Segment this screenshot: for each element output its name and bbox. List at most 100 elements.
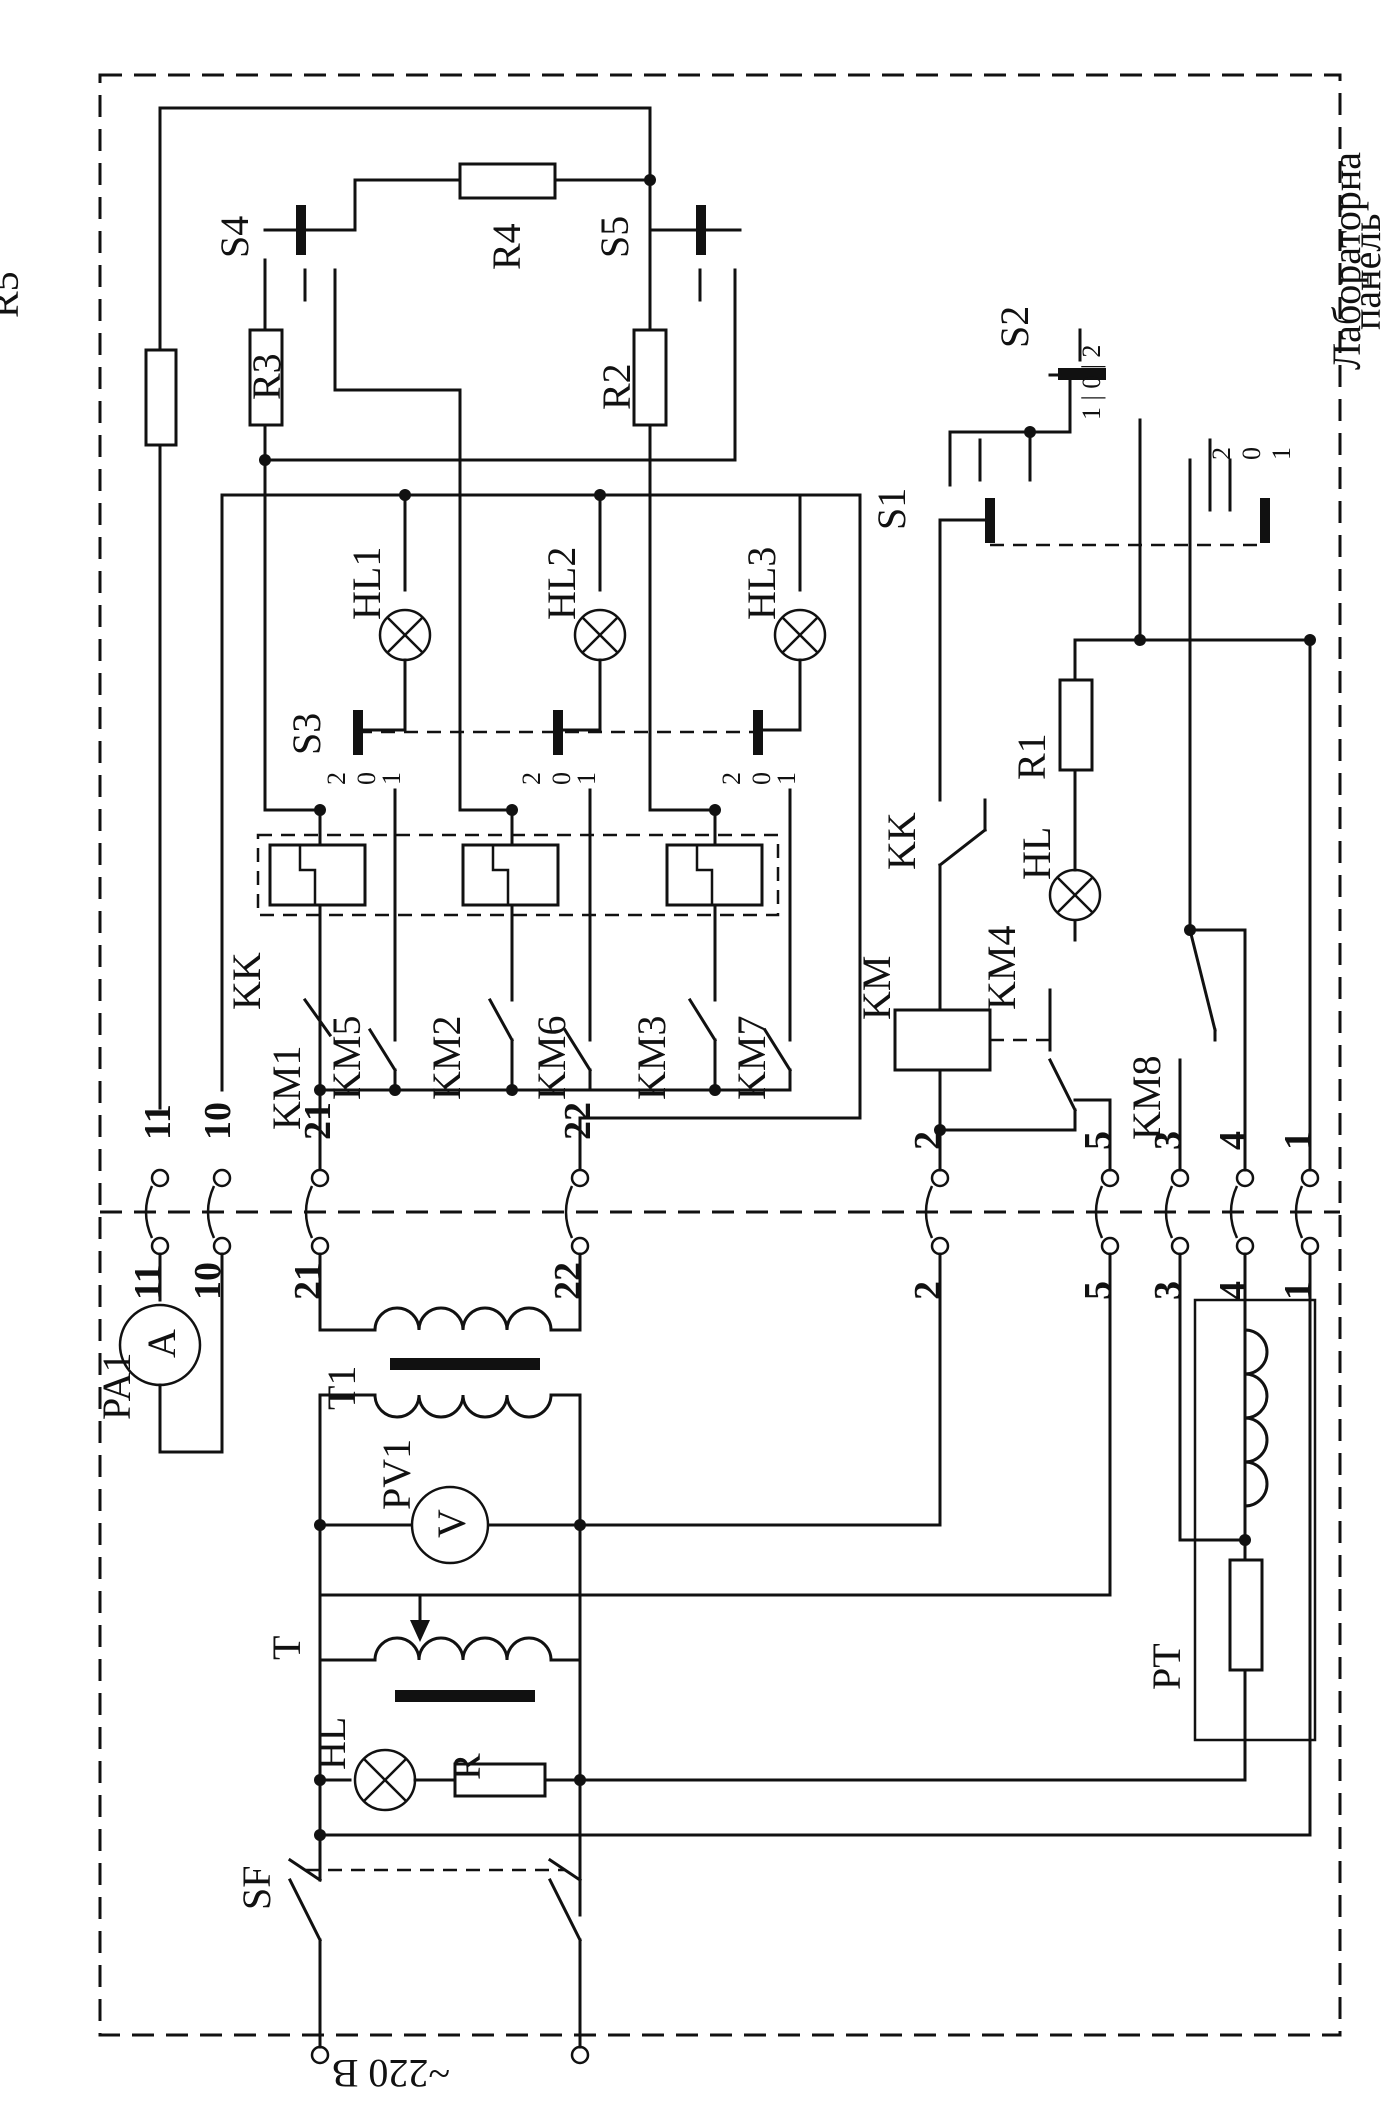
label-r4: R4	[484, 223, 529, 270]
label-km-coil: KM	[854, 956, 899, 1020]
supply-terminal-l	[310, 2045, 330, 2065]
label-km2: KM2	[424, 1016, 469, 1100]
s3-pos-1-b: 1	[572, 772, 601, 785]
label-hl3: HL3	[739, 547, 784, 620]
label-km8: KM8	[1124, 1056, 1169, 1140]
terminal-3-top: 3	[1147, 1131, 1189, 1150]
label-km7: KM7	[729, 1016, 774, 1100]
pt-relay-box	[1193, 1298, 1317, 1742]
terminal-10-top: 10	[197, 1102, 239, 1140]
s2-positions: 1 | 0 | 2	[1077, 345, 1106, 420]
label-s2: S2	[992, 306, 1037, 348]
label-t: T	[264, 1636, 309, 1660]
kk-element-2	[461, 843, 560, 907]
terminal-5-top: 5	[1077, 1131, 1119, 1150]
terminal-5-bottom: 5	[1077, 1281, 1119, 1300]
label-km5: KM5	[324, 1016, 369, 1100]
label-r5: R5	[0, 271, 27, 318]
pv1-voltmeter	[410, 1485, 490, 1565]
component-labels: R5 R3 R4 R2 S4 S5 S2 S1 S3 HL1 HL2 HL3 K…	[0, 152, 1389, 2096]
s1-pos-0: 0	[1237, 447, 1266, 460]
s3-pos-2-b: 2	[517, 772, 546, 785]
label-kk: KK	[879, 812, 924, 870]
label-s1: S1	[869, 488, 914, 530]
t1-secondary-winding	[373, 1306, 553, 1332]
label-hl-src: HL	[309, 1717, 354, 1770]
s3-pos-0-a: 0	[352, 772, 381, 785]
label-km6: KM6	[529, 1016, 574, 1100]
label-hl2: HL2	[539, 547, 584, 620]
terminal-4-bottom: 4	[1212, 1281, 1254, 1300]
s3-pos-1-a: 1	[377, 772, 406, 785]
supply-voltage-label: ~220 В	[332, 2051, 450, 2096]
t1-primary-winding	[373, 1393, 553, 1419]
terminal-3-bottom: 3	[1147, 1281, 1189, 1300]
s3-pos-2-a: 2	[322, 772, 351, 785]
label-pt: PT	[1144, 1643, 1189, 1690]
terminal-21-bottom: 21	[287, 1262, 329, 1300]
label-sf: SF	[234, 1866, 279, 1911]
label-r1: R1	[1009, 733, 1054, 780]
r2-resistor	[632, 328, 668, 427]
r5-resistor	[144, 348, 178, 447]
terminal-11-bottom: 11	[127, 1264, 169, 1300]
terminal-4-top: 4	[1212, 1131, 1254, 1150]
t-autotransformer-winding	[373, 1636, 553, 1662]
pt-heater	[1228, 1558, 1264, 1672]
label-voltmeter-v: V	[429, 1509, 474, 1538]
panel-title-line2: панель	[1344, 213, 1389, 330]
terminal-1-bottom: 1	[1277, 1281, 1319, 1300]
r4-resistor	[458, 162, 557, 200]
s1-switch-1	[985, 498, 995, 543]
label-ammeter-a: A	[139, 1329, 184, 1358]
label-km1: KM1	[264, 1046, 309, 1130]
label-s4: S4	[212, 216, 257, 258]
r-resistor	[453, 1762, 547, 1798]
label-hl-panel: HL	[1014, 827, 1059, 880]
t-core	[395, 1690, 535, 1702]
terminal-11-top: 11	[137, 1104, 179, 1140]
label-pa1: PA1	[94, 1353, 139, 1420]
kk-element-3	[665, 843, 764, 907]
terminal-1-top: 1	[1277, 1131, 1319, 1150]
t1-core	[390, 1358, 540, 1370]
s3-pos-0-c: 0	[747, 772, 776, 785]
s5-switch	[696, 205, 706, 255]
terminal-22-bottom: 22	[547, 1262, 589, 1300]
pt-coil	[1243, 1328, 1269, 1508]
t-wiper-arrow	[410, 1620, 430, 1642]
s3-pos-2-c: 2	[717, 772, 746, 785]
label-s3: S3	[284, 713, 329, 755]
terminal-22-top: 22	[557, 1102, 599, 1140]
terminal-10-bottom: 10	[187, 1262, 229, 1300]
s3-pos-1-c: 1	[772, 772, 801, 785]
s3-switch-2	[553, 710, 563, 755]
label-km3: KM3	[629, 1016, 674, 1100]
kk-element-1	[268, 843, 367, 907]
kk-thermal-group	[256, 833, 780, 917]
outer-boundary	[98, 73, 1342, 2037]
terminal-21-top: 21	[297, 1102, 339, 1140]
label-r2: R2	[594, 363, 639, 410]
s1-switch-2	[1260, 498, 1270, 543]
km-coil	[893, 1008, 992, 1072]
s1-pos-2: 2	[1207, 447, 1236, 460]
supply-terminal-n	[570, 2045, 590, 2065]
terminal-2-bottom: 2	[907, 1281, 949, 1300]
s4-switch	[296, 205, 306, 255]
s3-pos-0-b: 0	[547, 772, 576, 785]
label-km4: KM4	[979, 926, 1024, 1010]
label-kk-top: KK	[224, 952, 269, 1010]
r1-resistor	[1058, 678, 1094, 772]
label-hl1: HL1	[344, 547, 389, 620]
s1-pos-1: 1	[1267, 447, 1296, 460]
label-s5: S5	[592, 216, 637, 258]
s2-switch	[1058, 368, 1106, 380]
panel-title-line1: Лабораторна	[1324, 152, 1369, 370]
terminal-2-top: 2	[907, 1131, 949, 1150]
label-t1: T1	[319, 1366, 364, 1410]
label-pv1: PV1	[374, 1439, 419, 1510]
label-r: R	[444, 1753, 489, 1780]
